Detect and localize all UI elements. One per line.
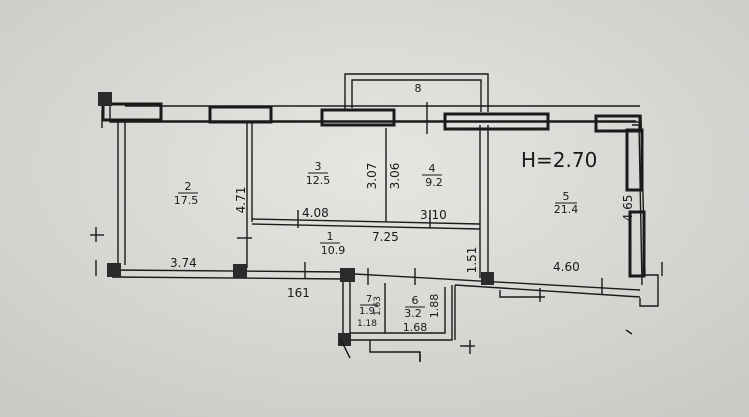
dim-room5-width: 4.60 bbox=[553, 260, 580, 274]
room-6-area: 3.2 bbox=[404, 307, 422, 320]
room-1-number: 1 bbox=[327, 230, 334, 243]
room-1-area: 10.9 bbox=[321, 244, 346, 257]
room-5-area: 21.4 bbox=[554, 203, 579, 216]
room-8-number: 8 bbox=[415, 82, 422, 95]
dim-room2-height: 4.71 bbox=[234, 187, 248, 214]
ceiling-height-label: H=2.70 bbox=[521, 148, 597, 172]
room-4-area: 9.2 bbox=[425, 176, 443, 189]
room-7-area: 1.9 bbox=[359, 306, 375, 317]
dim-corridor-length: 7.25 bbox=[372, 230, 399, 244]
room-5-number: 5 bbox=[563, 190, 570, 203]
dim-room5-height: 4.65 bbox=[621, 195, 635, 222]
dim-corridor-small: 161 bbox=[287, 286, 310, 300]
room-2-area: 17.5 bbox=[174, 194, 199, 207]
room-number-underlines bbox=[178, 172, 577, 308]
dim-corridor-width: 1.51 bbox=[465, 247, 479, 274]
dim-room3-height: 3.07 bbox=[365, 163, 379, 190]
wall-blocks bbox=[98, 92, 646, 346]
dim-room4-height: 3.06 bbox=[388, 163, 402, 190]
dim-room7-height: 1.63 bbox=[373, 296, 383, 316]
room-7-number: 7 bbox=[366, 294, 372, 305]
dim-room3-width: 4.08 bbox=[302, 206, 329, 220]
room-2-number: 2 bbox=[185, 180, 192, 193]
dim-room2-width: 3.74 bbox=[170, 256, 197, 270]
room-4-number: 4 bbox=[429, 162, 436, 175]
dim-room7-width: 1.18 bbox=[357, 319, 377, 329]
dim-room6-width: 1.68 bbox=[403, 321, 428, 334]
dim-room4-width: 3.10 bbox=[420, 208, 447, 222]
room-3-number: 3 bbox=[315, 160, 322, 173]
dim-room6-height: 1.88 bbox=[428, 294, 441, 319]
room-3-area: 12.5 bbox=[306, 174, 331, 187]
dimension-ticks bbox=[90, 102, 663, 362]
room-6-number: 6 bbox=[412, 294, 419, 307]
